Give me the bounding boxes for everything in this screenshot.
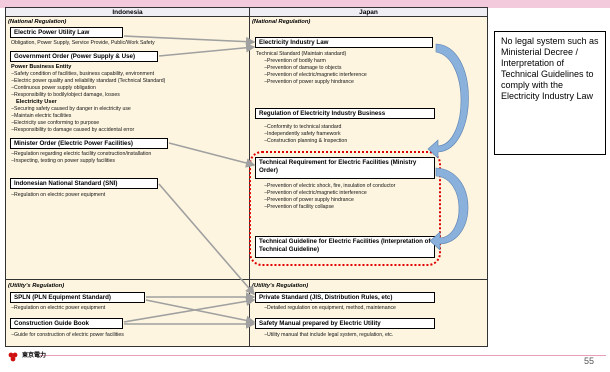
user-item: −Maintain electric facilities (11, 113, 72, 119)
technical-requirement-box: Technical Requirement for Electric Facil… (255, 157, 435, 179)
minister-order-item: −Inspecting, testing on power supply fac… (11, 158, 115, 164)
tech-requirement-item: −Prevention of power supply hindrance (264, 197, 354, 203)
blue-curved-arrow-lower (429, 167, 469, 251)
minister-order-box: Minister Order (Electric Power Facilitie… (10, 138, 168, 149)
private-standard-desc: −Detailed regulation on equipment, metho… (264, 305, 396, 311)
industry-law-sub: Technical Standard (Maintain standard) (256, 51, 347, 57)
pbe-item: −Electric power quality and reliability … (11, 78, 166, 84)
arrow-gov-order-to-industry-law (158, 42, 256, 57)
indonesia-utility-label: (Utility's Regulation) (8, 283, 65, 289)
footer-logo-text: 東京電力 (22, 353, 47, 359)
pbe-item: −Safety condition of facilities, busines… (11, 71, 155, 77)
pbe-item: −Responsibility to bodily/object damage,… (11, 92, 120, 98)
industry-law-item: −Prevention of bodily harm (264, 58, 326, 64)
guidebook-desc: −Guide for construction of electric powe… (11, 332, 124, 338)
top-accent-bar (0, 0, 610, 8)
user-item: −Securing safety caused by danger in ele… (11, 106, 131, 112)
page-number: 55 (584, 356, 595, 366)
arrow-guidebook-to-private-standard (123, 296, 256, 323)
industry-law-item: −Prevention of damage to objects (264, 65, 342, 71)
utility-law-desc: Obligation, Power Supply, Service Provid… (11, 40, 155, 46)
tech-requirement-item: −Prevention of electric/magnetic interfe… (264, 190, 367, 196)
regulation-industry-business-box: Regulation of Electricity Industry Busin… (255, 108, 435, 119)
spln-desc: −Regulation on electric power equipment (11, 305, 106, 311)
government-order-box: Government Order (Power Supply & Use) (10, 51, 158, 62)
arrow-spln-to-safety-manual (145, 299, 256, 326)
japan-utility-band (249, 280, 488, 347)
spln-box: SPLN (PLN Equipment Standard) (10, 292, 145, 303)
user-item: −Electricity use conforming to purpose (11, 120, 100, 126)
sni-box: Indonesian National Standard (SNI) (10, 178, 158, 189)
user-item: −Responsibility to damage caused by acci… (11, 127, 135, 133)
pbe-item: −Continuous power supply obligation (11, 85, 96, 91)
industry-law-item: −Prevention of power supply hindrance (264, 79, 354, 85)
japan-national-label: (National Regulation) (252, 19, 311, 25)
construction-guide-book-box: Construction Guide Book (10, 318, 123, 329)
japan-utility-label: (Utility's Regulation) (252, 283, 309, 289)
table-outer-border (5, 7, 488, 347)
note-box: No legal system such as Ministerial Decr… (494, 31, 606, 155)
electricity-user-heading: Electricity User (16, 99, 57, 105)
red-dotted-outline (249, 151, 441, 266)
tech-requirement-item: −Prevention of electric shock, fire, ins… (264, 183, 396, 189)
sni-desc: −Regulation on electric power equipment (11, 192, 106, 198)
technical-guideline-box: Technical Guideline for Electric Facilit… (255, 236, 435, 258)
regulation-business-item: −Construction planning & Inspection (264, 138, 348, 144)
section-divider (5, 279, 488, 280)
arrow-utility-law-to-industry-law (123, 35, 256, 47)
tech-requirement-item: −Prevention of facility collapse (264, 204, 334, 210)
arrow-sni-to-private-standard (158, 183, 256, 296)
power-business-entity-heading: Power Business Entity (11, 64, 72, 70)
minister-order-item: −Regulation regarding electric facility … (11, 151, 152, 157)
arrow-minister-order-to-tech-requirement (168, 142, 256, 168)
indonesia-national-label: (National Regulation) (8, 19, 67, 25)
tepco-logo-icon (8, 349, 18, 362)
footer-divider (40, 355, 606, 356)
safety-manual-desc: −Utility manual that include legal syste… (264, 332, 394, 338)
regulation-business-item: −Independently safety framework (264, 131, 341, 137)
electric-power-utility-law-box: Electric Power Utility Law (10, 27, 123, 38)
regulation-business-item: −Conformity to technical standard (264, 124, 342, 130)
industry-law-item: −Prevention of electric/magnetic interfe… (264, 72, 367, 78)
blue-curved-arrow-upper (427, 43, 469, 159)
